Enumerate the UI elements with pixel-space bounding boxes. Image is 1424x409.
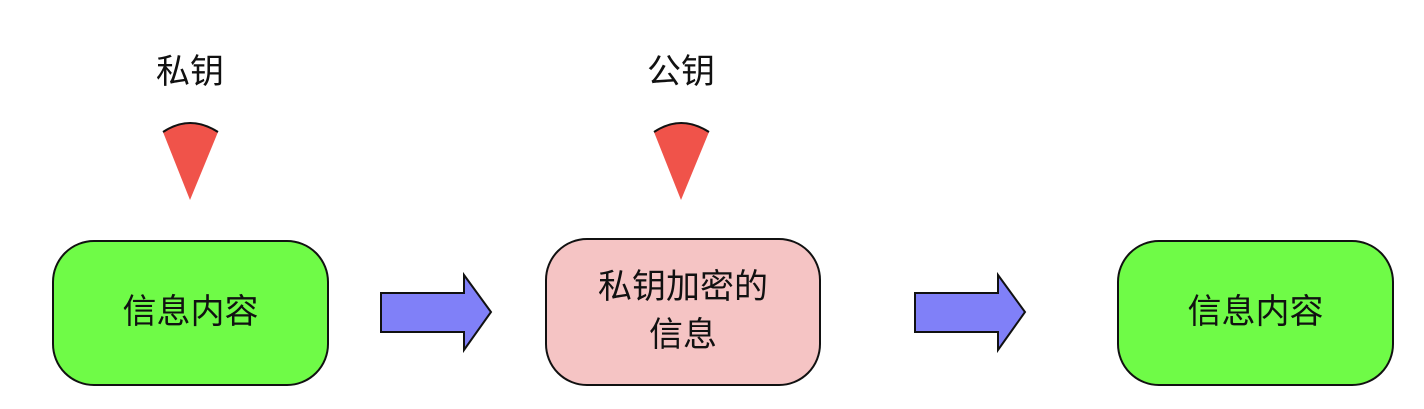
decrypted-message-box: 信息内容 [1117, 240, 1394, 386]
private-key-icon [163, 123, 218, 200]
encrypted-message-box: 私钥加密的 信息 [545, 238, 821, 386]
private-key-arc [162, 122, 219, 133]
decrypted-message-text: 信息内容 [1187, 292, 1324, 333]
public-key-label: 公钥 [647, 52, 715, 92]
plain-message-text: 信息内容 [122, 292, 259, 333]
private-key-label: 私钥 [156, 52, 224, 92]
encrypted-text-line1: 私钥加密的 [598, 267, 768, 308]
arrow-right-icon [380, 271, 493, 354]
plain-message-box: 信息内容 [52, 240, 329, 386]
encrypted-text-line2: 信息 [649, 315, 717, 355]
public-key-icon [654, 123, 709, 200]
public-key-arc [653, 122, 710, 133]
arrow-right-icon [914, 271, 1027, 354]
